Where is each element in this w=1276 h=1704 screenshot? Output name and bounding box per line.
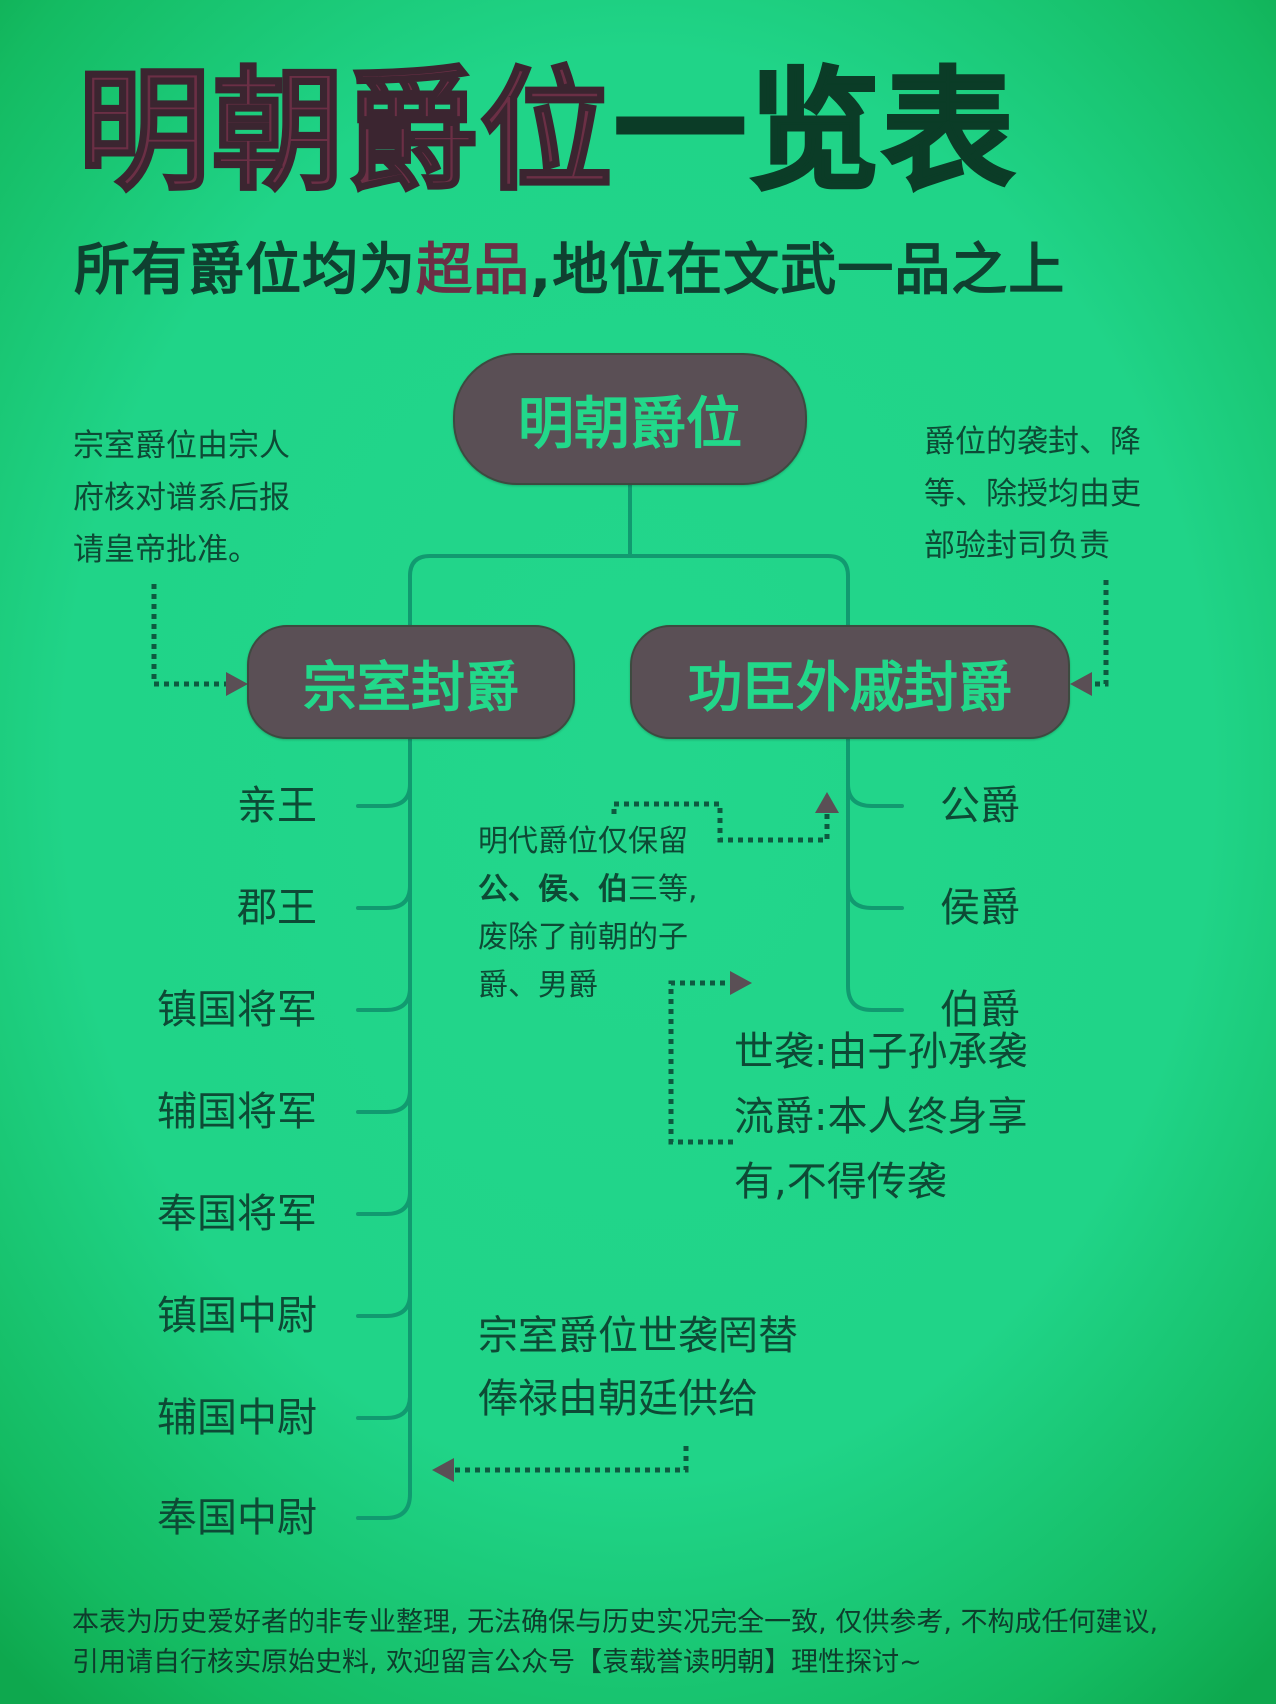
- subtitle-text-2: ,地位在文武一品之上: [530, 238, 1066, 303]
- left-top-note: 宗室爵位由宗人 府核对谱系后报 请皇帝批准。: [73, 420, 290, 576]
- right-note-arrow: [1090, 580, 1109, 687]
- note-line: 俸禄由朝廷供给: [478, 1376, 758, 1422]
- rank-item: 伯爵: [940, 987, 1020, 1033]
- hereditary-bracket-arrow: [668, 980, 735, 1145]
- note-line: 府核对谱系后报: [73, 480, 290, 516]
- rank-item: 辅国将军: [157, 1089, 317, 1135]
- note-line: 爵位的袭封、降: [924, 424, 1141, 460]
- arrowhead-right-icon: [730, 971, 752, 995]
- left-branch-line: [356, 735, 412, 1520]
- middle-note-arrow: [611, 801, 830, 843]
- note-bold: 公、侯、伯: [478, 872, 628, 907]
- note-line: 流爵:本人终身享: [734, 1094, 1028, 1140]
- rank-item: 奉国将军: [157, 1191, 317, 1237]
- right-top-note: 爵位的袭封、降 等、除授均由吏 部验封司负责: [924, 416, 1141, 572]
- arrowhead-left-icon: [432, 1458, 454, 1482]
- root-node: 明朝爵位: [453, 353, 807, 485]
- rank-item: 郡王: [237, 885, 317, 931]
- note-line: 爵、男爵: [478, 968, 598, 1003]
- note-line: 明代爵位仅保留: [478, 824, 688, 859]
- middle-note: 明代爵位仅保留 公、侯、伯三等, 废除了前朝的子 爵、男爵: [478, 818, 698, 1010]
- page-title: 明朝爵位一览表: [77, 52, 1016, 212]
- arrowhead-left-icon: [1070, 672, 1092, 696]
- rank-item: 奉国中尉: [157, 1495, 317, 1541]
- merit-relatives-node: 功臣外戚封爵: [630, 625, 1070, 739]
- arrowhead-right-icon: [226, 672, 248, 696]
- note-line: 有,不得传袭: [734, 1159, 947, 1205]
- rank-item: 镇国将军: [157, 987, 317, 1033]
- note-line: 等、除授均由吏: [924, 476, 1141, 512]
- subtitle-highlight: 超品: [416, 238, 530, 303]
- note-line: 宗室爵位世袭罔替: [478, 1313, 798, 1359]
- rank-item: 辅国中尉: [157, 1395, 317, 1441]
- bottom-note-arrow: [450, 1446, 689, 1473]
- title-part-1: 明朝爵位: [77, 54, 614, 211]
- subtitle-text-1: 所有爵位均为: [74, 238, 416, 303]
- note-rest: 三等,: [628, 872, 698, 907]
- rank-item: 镇国中尉: [157, 1293, 317, 1339]
- note-line: 宗室爵位由宗人: [73, 428, 290, 464]
- bottom-note: 宗室爵位世袭罔替 俸禄由朝廷供给: [478, 1305, 798, 1431]
- title-part-2: 一览表: [613, 54, 1016, 211]
- imperial-clan-node: 宗室封爵: [247, 625, 575, 739]
- subtitle: 所有爵位均为超品,地位在文武一品之上: [74, 236, 1065, 306]
- footer-disclaimer: 本表为历史爱好者的非专业整理, 无法确保与历史实况完全一致, 仅供参考, 不构成…: [72, 1607, 1159, 1678]
- hereditary-note: 世袭:由子孙承袭 流爵:本人终身享 有,不得传袭: [734, 1020, 1094, 1215]
- arrowhead-up-icon: [815, 792, 839, 813]
- rank-item: 公爵: [940, 783, 1020, 829]
- rank-item: 亲王: [237, 783, 317, 829]
- right-branch-line: [846, 735, 904, 1012]
- note-line: 世袭:由子孙承袭: [734, 1029, 1028, 1075]
- note-line: 废除了前朝的子: [478, 920, 688, 955]
- split-line: [408, 554, 850, 627]
- left-note-arrow: [151, 584, 228, 687]
- rank-item: 侯爵: [940, 885, 1020, 931]
- note-line: 公、侯、伯三等,: [478, 866, 698, 914]
- note-line: 请皇帝批准。: [73, 532, 259, 568]
- note-line: 部验封司负责: [924, 528, 1110, 564]
